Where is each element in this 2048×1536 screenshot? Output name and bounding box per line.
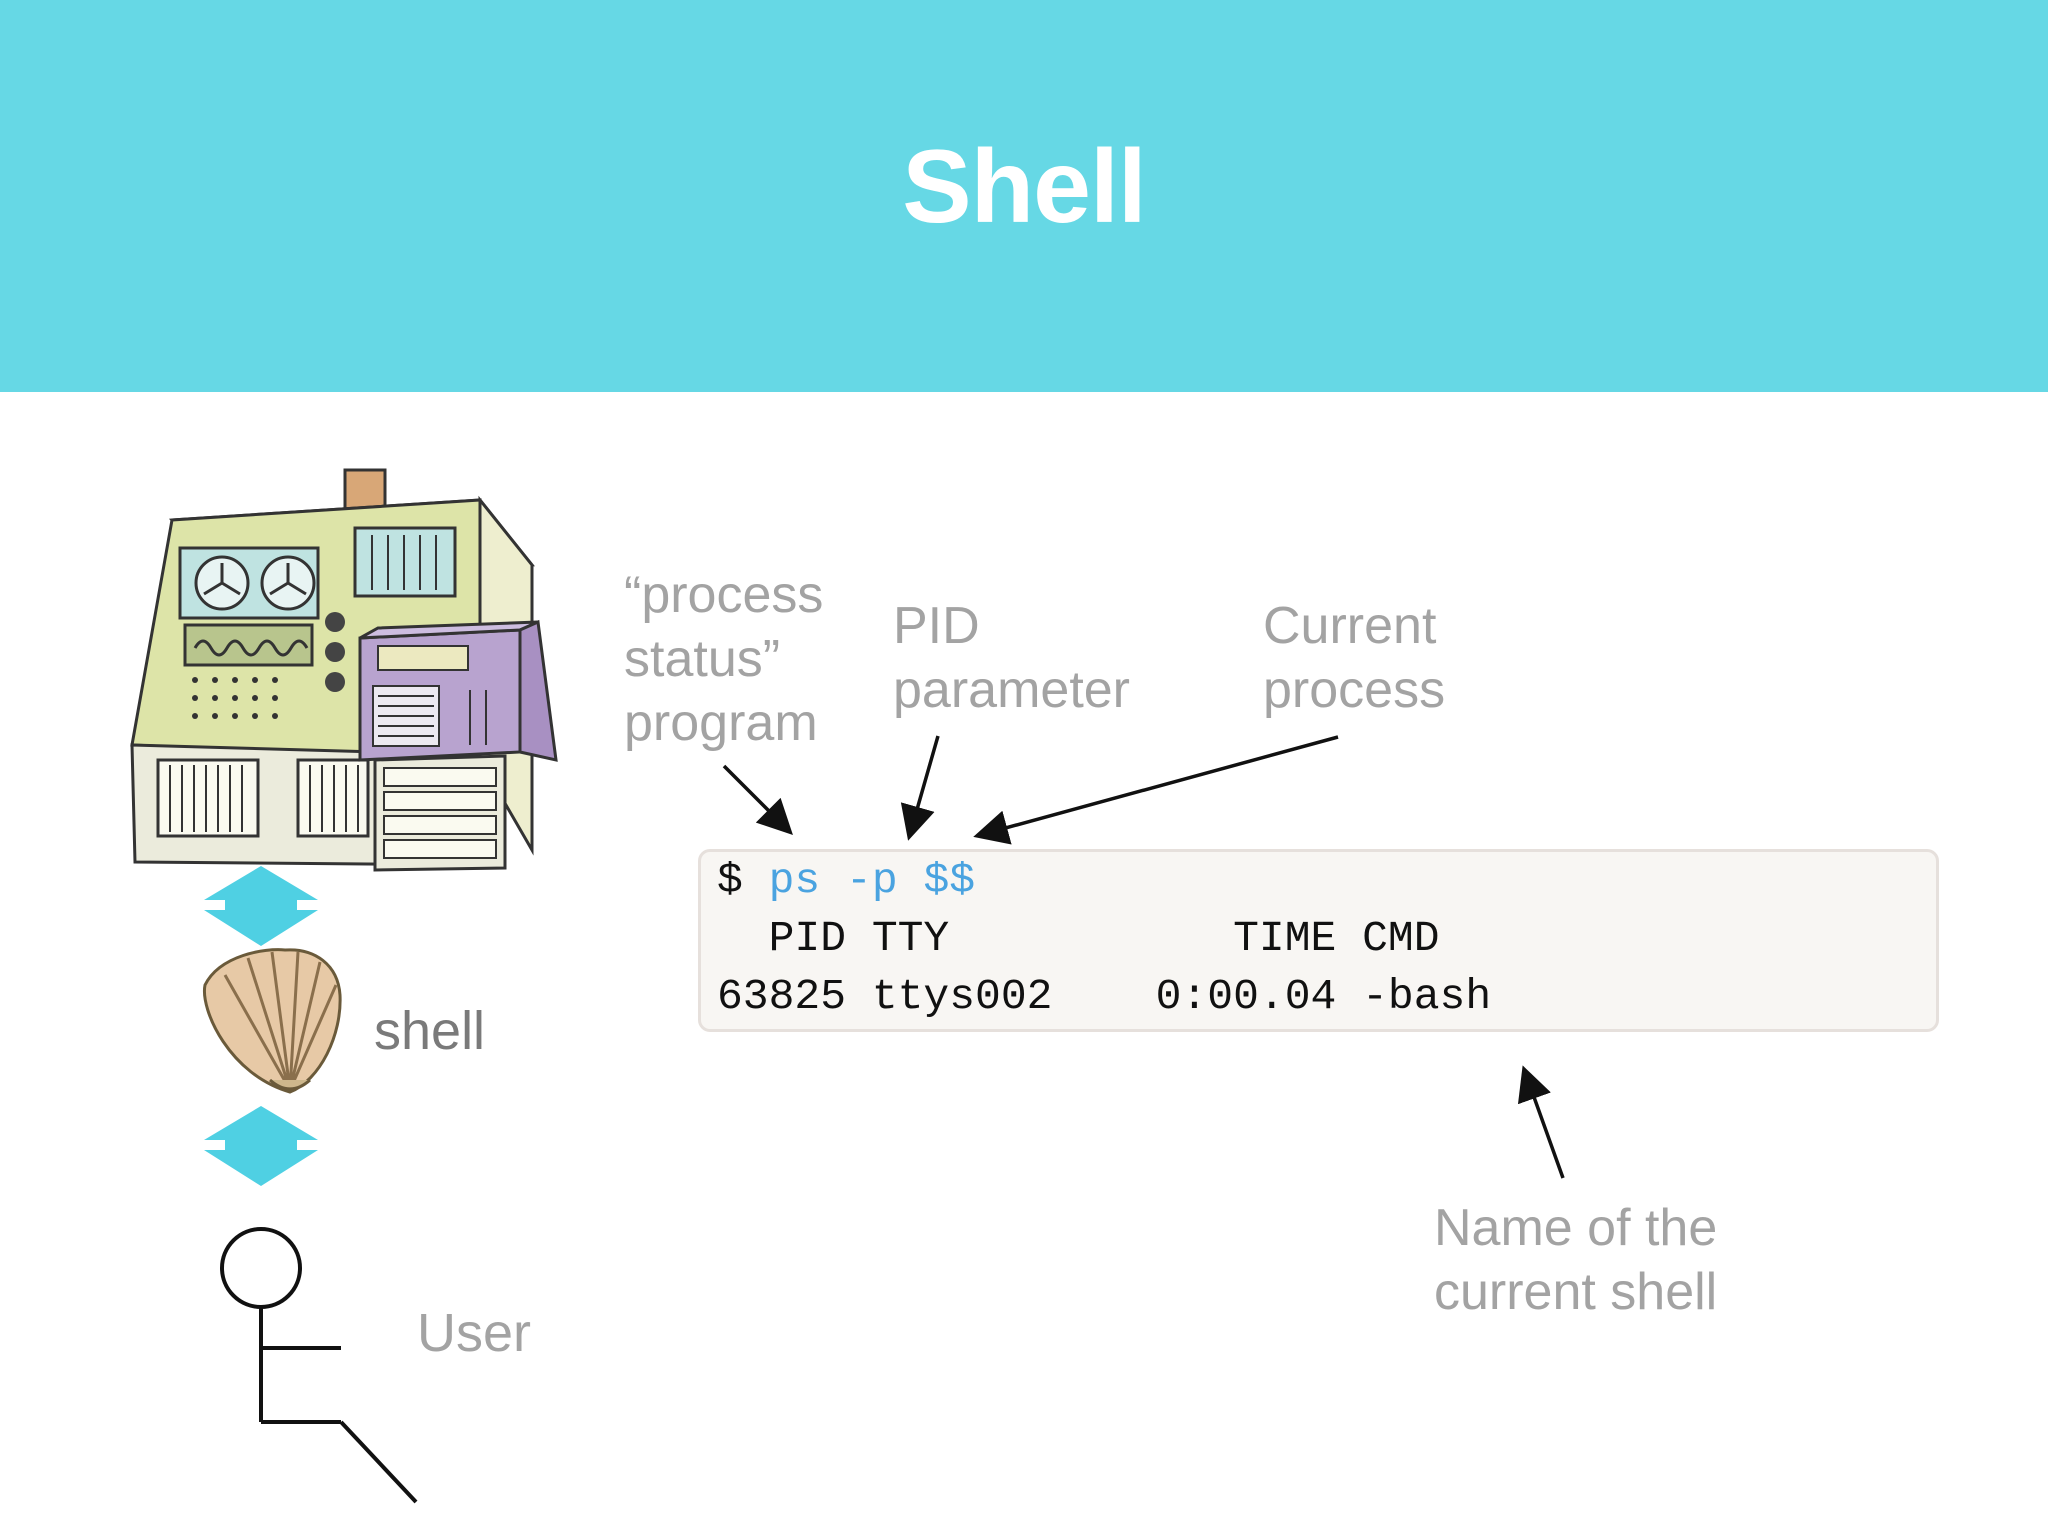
command: ps	[768, 856, 821, 905]
title-banner	[0, 0, 2048, 392]
slide-title: Shell	[902, 129, 1147, 245]
shell-name-annotation: Name of the current shell	[1434, 1199, 1718, 1321]
arrow-to-cmd	[1517, 1065, 1565, 1179]
pid-parameter-annotation: PID parameter	[893, 597, 1130, 719]
output-header-row: PID TTY TIME CMD	[717, 914, 1440, 963]
output-data-row: 63825 ttys002 0:00.04 -bash	[717, 972, 1492, 1021]
double-arrow-icon	[204, 1106, 318, 1186]
command-line: $ ps -p $$	[717, 856, 975, 905]
prompt: $	[717, 856, 743, 905]
user-label: User	[417, 1303, 532, 1363]
arrow-to-flag	[900, 735, 940, 841]
arrow-to-ps	[722, 764, 793, 835]
stick-figure-icon	[220, 1227, 418, 1504]
command-argument: $$	[923, 856, 976, 905]
shell-label: shell	[374, 1001, 486, 1061]
arrow-to-pid-var	[973, 735, 1339, 845]
double-arrow-icon	[204, 866, 318, 946]
seashell-icon	[202, 948, 342, 1094]
process-status-annotation: “process status” program	[624, 566, 824, 752]
current-process-annotation: Current process	[1263, 597, 1446, 719]
command-flag: -p	[846, 856, 898, 905]
terminal-output: $ ps -p $$ PID TTY TIME CMD 63825 ttys00…	[698, 849, 1939, 1032]
